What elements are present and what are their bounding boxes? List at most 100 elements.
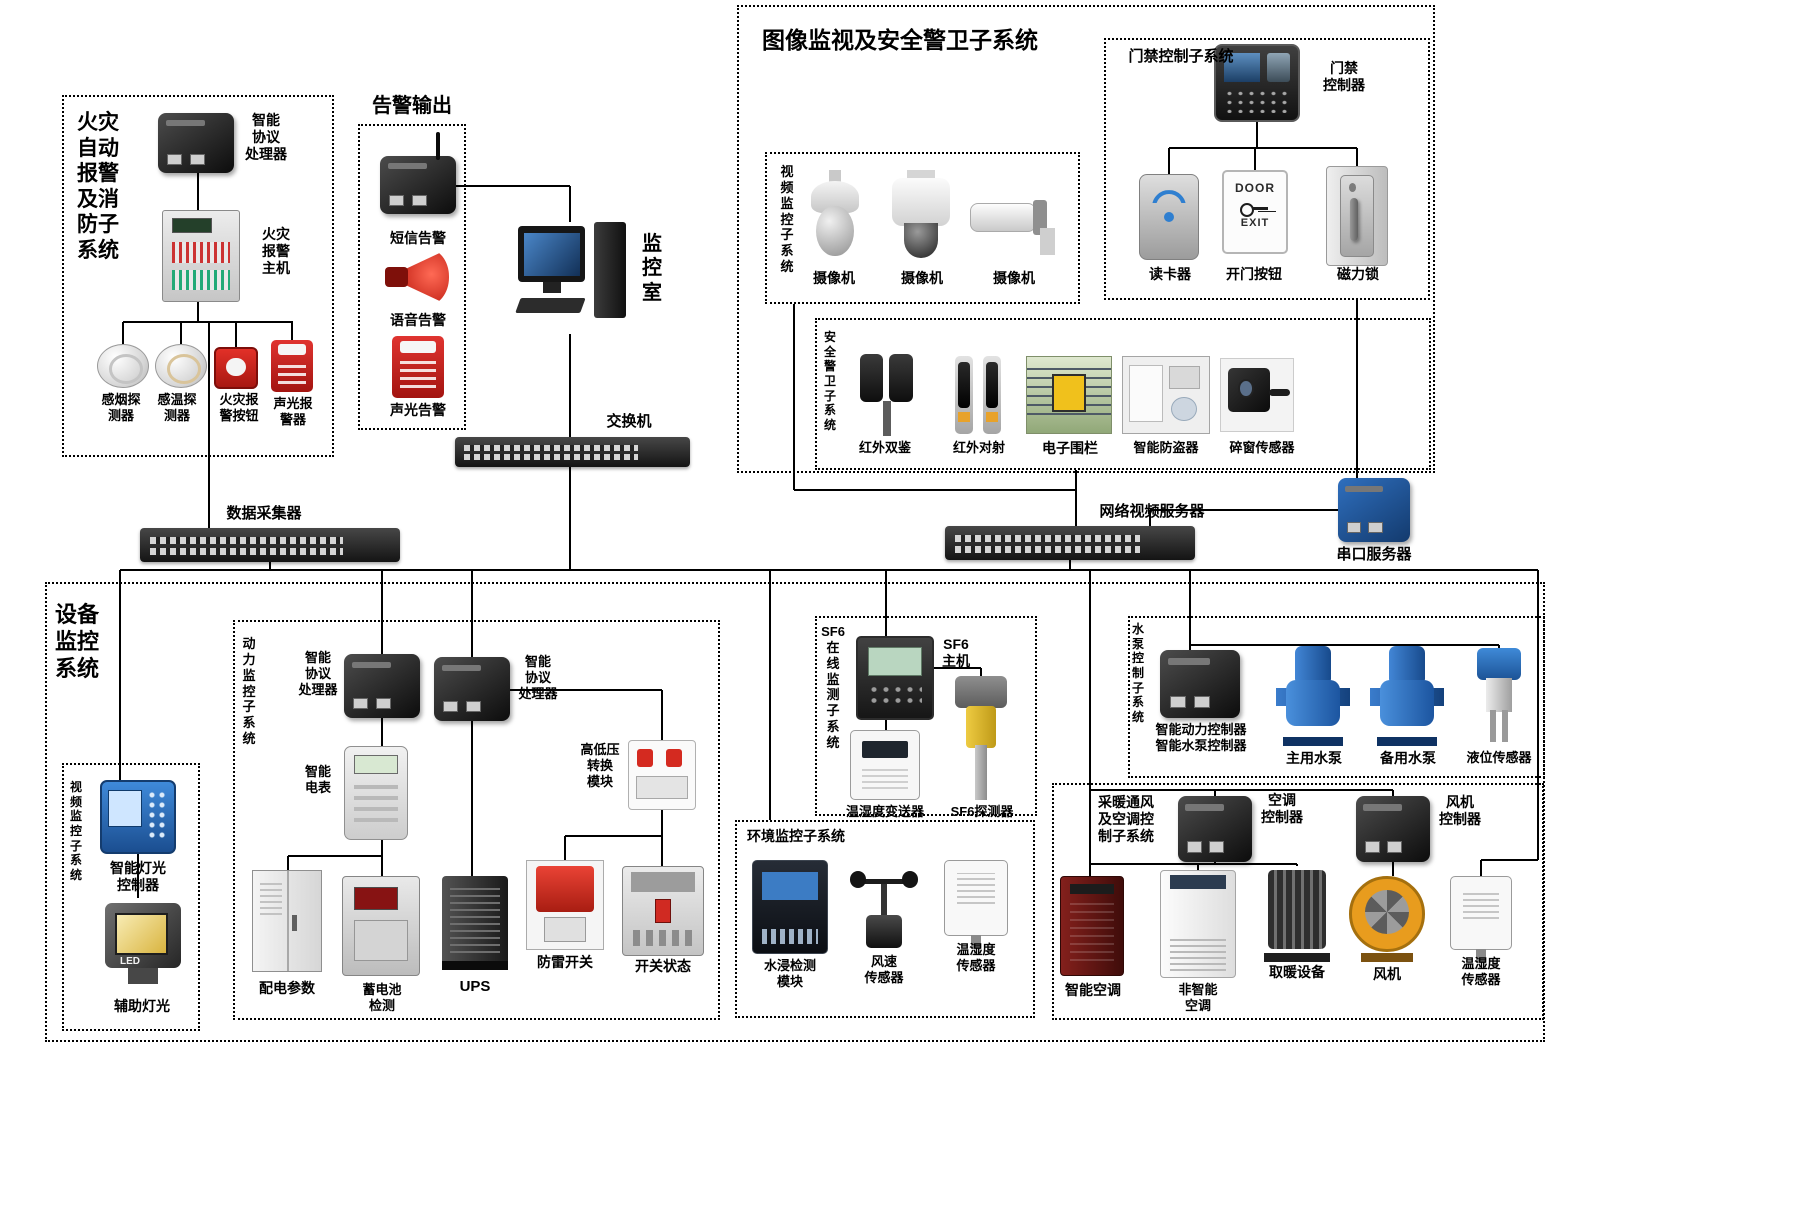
smart-meter-label: 智能 电表: [304, 764, 331, 795]
th-sensor-2-device: [1450, 876, 1512, 963]
backup-pump-label: 备用水泵: [1380, 750, 1436, 766]
alarm-output-box: [358, 124, 466, 430]
breaker-device: [622, 866, 704, 956]
monitor-room-label: 监 控 室: [642, 233, 662, 304]
ups-label: UPS: [459, 978, 491, 995]
distribution-label: 配电参数: [259, 980, 315, 996]
sf6-monitoring-box: [815, 616, 1037, 816]
light-controller-device: [100, 780, 176, 854]
pump-control-box: [1128, 616, 1545, 778]
heater-device: [1264, 866, 1330, 962]
fire-subsystem-box: [62, 95, 334, 457]
key-icon: [1240, 201, 1270, 217]
sf6-detector-device: [950, 676, 1012, 800]
fan-device: [1344, 876, 1430, 962]
exit-button-label: 开门按钮: [1226, 266, 1282, 282]
protocol-processor-1-device: [344, 654, 420, 718]
surge-protector-device: [526, 860, 604, 950]
battery-label: 蓄电池 检测: [362, 982, 402, 1013]
bullet-camera-device: [970, 186, 1062, 256]
hv-module-device: [628, 740, 696, 810]
pump-sub-label: 水 泵 控 制 子 系 统: [1131, 622, 1144, 724]
level-sensor-label: 液位传感器: [1466, 750, 1532, 765]
strobe-alert-label: 声光告警: [390, 402, 446, 418]
fire-strobe-label: 声光报 警器: [273, 396, 313, 427]
smoke-detector-device: [97, 344, 149, 388]
ir-beam-label: 红外对射: [952, 440, 1005, 455]
sf6-detector-label: SF6探测器: [950, 804, 1014, 819]
th-transmitter-label: 温湿度变送器: [845, 804, 924, 819]
access-control-box: [1104, 38, 1430, 300]
led-text: LED: [120, 955, 141, 967]
fire-button-label: 火灾报 警按钮: [219, 392, 259, 423]
power-monitoring-box: [233, 620, 720, 1020]
ir-beam-device: [946, 354, 1010, 436]
smart-ac-device: [1060, 876, 1124, 976]
th-sensor-device: [944, 860, 1008, 949]
wind-sensor-device: [850, 866, 918, 950]
ir-dual-detector-device: [856, 352, 918, 436]
fire-alarm-button-device: [214, 347, 258, 389]
sf6-sub-label: SF6 在 线 监 测 子 系 统: [821, 624, 845, 751]
power-sub-label: 动 力 监 控 子 系 统: [242, 636, 256, 747]
sms-alert-label: 短信告警: [390, 230, 446, 246]
smart-ac-label: 智能空调: [1065, 982, 1121, 998]
pump-controller-device: [1160, 650, 1240, 718]
switch-label: 交换机: [606, 413, 652, 430]
window-sensor-label: 碎窗传感器: [1229, 440, 1295, 455]
access-controller-label: 门禁 控制器: [1323, 60, 1365, 94]
image-security-title: 图像监视及安全警卫子系统: [762, 27, 1038, 53]
fire-alarm-host-device: [162, 210, 240, 302]
backup-pump-device: [1370, 646, 1444, 746]
sf6-host-device: [856, 636, 934, 720]
antitheft-device: [1122, 356, 1210, 434]
smart-meter-device: [344, 746, 408, 840]
equipment-monitoring-box: [45, 582, 1545, 1042]
water-module-label: 水浸检测 模块: [763, 958, 816, 989]
fire-host-label: 火灾 报警 主机: [262, 226, 290, 277]
camera2-label: 摄像机: [901, 270, 943, 286]
door-text: DOOR: [1235, 181, 1275, 195]
camera1-label: 摄像机: [813, 270, 855, 286]
heat-detector-device: [155, 344, 207, 388]
video-sub-label: 视 频 监 控 子 系 统: [780, 164, 794, 275]
data-collector-label: 数据采集器: [226, 505, 302, 522]
ptz-camera-device: [886, 170, 956, 264]
fire-strobe-device: [271, 340, 313, 392]
smart-protocol-processor-device: [158, 113, 234, 173]
sf6-host-label: SF6 主机: [942, 636, 970, 670]
window-break-sensor-device: [1220, 358, 1294, 432]
access-controller-device: [1214, 44, 1300, 122]
main-pump-device: [1276, 646, 1350, 746]
wind-sensor-label: 风速 传感器: [864, 954, 904, 985]
protocol-processor-2-device: [434, 657, 510, 721]
video-left-box: [62, 763, 200, 1031]
hvac-control-box: [1052, 783, 1544, 1020]
video-surveillance-box: [765, 152, 1080, 304]
hv-module-label: 高低压 转换 模块: [580, 742, 620, 789]
th-sensor-2-label: 温湿度 传感器: [1461, 956, 1501, 987]
smoke-detector-label: 感烟探 测器: [101, 392, 141, 423]
exit-text: EXIT: [1240, 217, 1270, 229]
floodlight-device: LED: [102, 898, 184, 988]
sms-alert-device: [380, 132, 456, 214]
monitoring-pc: [515, 222, 630, 334]
water-leak-module-device: [752, 860, 828, 954]
equipment-title: 设备 监控 系统: [54, 602, 99, 681]
exit-button-device: DOOR EXIT: [1222, 170, 1288, 254]
data-collector-device: [140, 528, 400, 562]
nvr-label: 网络视频服务器: [1099, 503, 1205, 520]
image-security-box: [737, 5, 1435, 473]
ir-dual-label: 红外双鉴: [858, 440, 911, 455]
arrester-label: 防雷开关: [537, 954, 593, 970]
aux-light-label: 辅助灯光: [114, 998, 170, 1014]
antitheft-label: 智能防盗器: [1133, 440, 1199, 455]
ac-controller-label: 空调 控制器: [1261, 792, 1303, 826]
magnetic-lock-device: [1326, 166, 1388, 266]
hvac-title: 采暖通风 及空调控 制子系统: [1098, 794, 1154, 845]
basic-ac-device: [1160, 870, 1236, 978]
voice-alert-device: [384, 246, 452, 308]
security-guard-box: [815, 318, 1431, 470]
alarm-output-title: 告警输出: [372, 95, 452, 117]
